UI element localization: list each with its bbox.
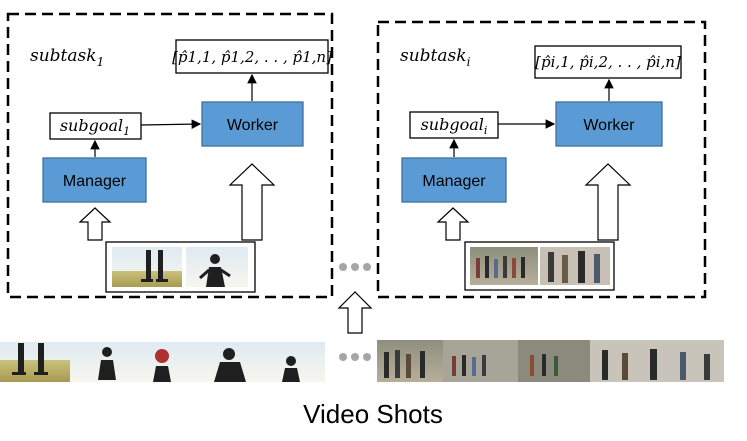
block-arrow-to-worker-1 [228,163,276,241]
block-arrow-to-manager-1 [78,207,112,241]
subgoal-1-label: subgoal1 [60,116,130,138]
output-i-box [534,45,682,79]
subtask-1-frame [6,12,334,299]
video-shots-title: Video Shots [303,399,443,429]
middle-ellipsis-icon [339,263,371,271]
video-shot-strip-left [0,342,325,382]
arrow-subgoal-1-to-worker [140,119,202,129]
block-arrow-up-center [337,291,373,334]
clip-i-thumbnails [470,247,610,285]
worker-i-label: Worker [583,117,635,134]
output-1-label: [p̂1,1, p̂1,2, . . , p̂1,n] [172,48,332,66]
worker-i-box [555,101,663,147]
subtask-i-label: subtaski [400,46,471,69]
manager-1-box [42,157,147,203]
subgoal-i-label: subgoali [421,115,488,137]
clip-1-thumbnails [112,247,248,287]
worker-1-label: Worker [227,117,279,134]
subgoal-1-box [49,112,142,140]
subtask-i-frame [376,20,707,299]
block-arrow-to-worker-i [584,163,632,241]
block-arrow-to-manager-i [436,207,470,241]
manager-i-box [401,157,507,203]
subtask-1-label: subtask1 [30,46,104,69]
output-i-label: [p̂i,1, p̂i,2, . . , p̂i,n] [535,53,681,71]
strip-ellipsis-icon [339,353,371,361]
subgoal-i-box [409,111,499,139]
manager-1-label: Manager [63,173,127,190]
worker-1-box [201,101,304,147]
manager-i-label: Manager [422,173,486,190]
output-1-box [175,39,329,74]
video-shot-strip-right [377,340,724,382]
